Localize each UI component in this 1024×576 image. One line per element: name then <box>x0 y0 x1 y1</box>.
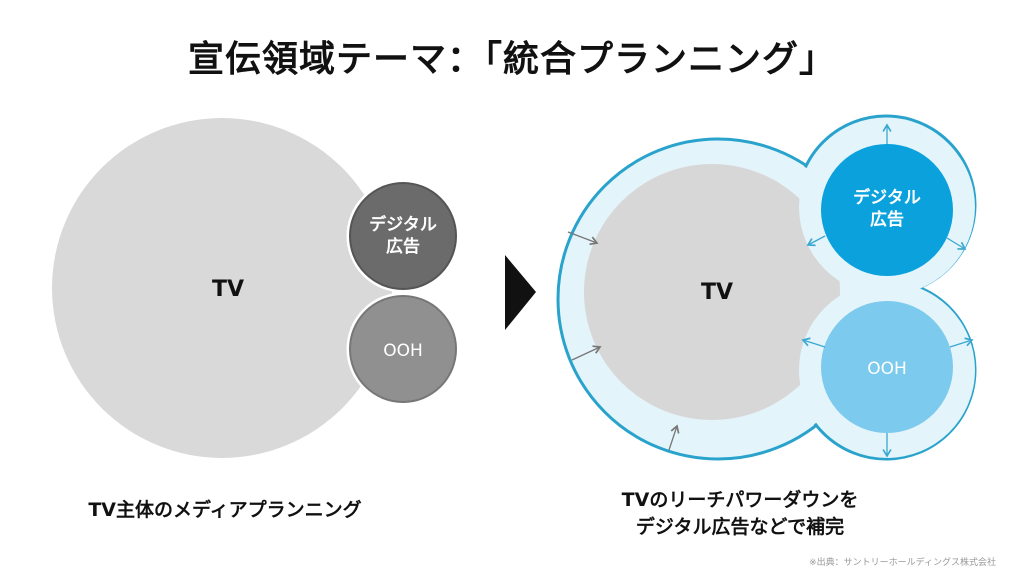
left-caption: TV主体のメディアプランニング <box>88 499 362 521</box>
arrow-right-icon <box>505 255 536 330</box>
page-title: 宣伝領域テーマ：「統合プランニング」 <box>187 39 836 80</box>
right-caption-line1: TVのリーチパワーダウンを <box>621 489 859 511</box>
tv-label-right: TV <box>701 280 733 305</box>
digital-label-left: デジタル <box>369 214 437 235</box>
ooh-label-left: OOH <box>383 341 423 361</box>
digital-label-right-2: 広告 <box>870 209 904 230</box>
tv-circle-right <box>584 164 840 420</box>
ooh-circle-left <box>346 292 460 406</box>
shrink-arrows <box>567 231 680 451</box>
tv-label-left: TV <box>212 277 244 302</box>
digital-label-left-2: 広告 <box>386 236 420 257</box>
right-caption: TVのリーチパワーダウンを デジタル広告などで補完 <box>580 487 900 541</box>
digital-label-right: デジタル <box>853 187 921 208</box>
source-note: ※出典：サントリーホールディングス株式会社 <box>809 558 996 568</box>
digital-circle-right <box>821 144 953 276</box>
digital-circle-left <box>346 179 460 293</box>
expand-arrows <box>801 123 974 458</box>
tv-circle-left <box>52 118 392 458</box>
ooh-label-right: OOH <box>867 359 907 379</box>
right-caption-line2: デジタル広告などで補完 <box>635 516 845 538</box>
ooh-circle-right <box>821 301 953 433</box>
